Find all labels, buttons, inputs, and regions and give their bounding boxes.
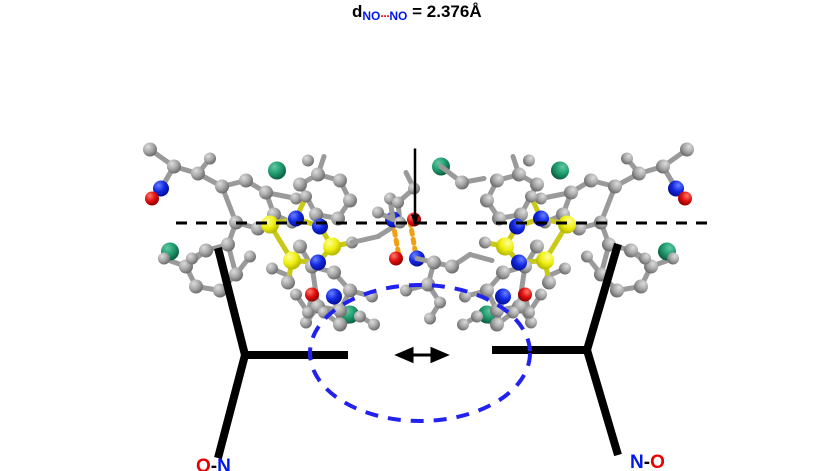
right-upper-branch — [583, 242, 622, 352]
atom-carbon — [400, 284, 412, 297]
atom-carbon — [421, 277, 435, 292]
left-y-junction — [214, 247, 348, 460]
atom-nitrogen — [326, 288, 342, 305]
left-lower-branch — [214, 353, 249, 460]
node-dash: - — [643, 452, 651, 471]
atom-nitrogen — [153, 180, 169, 197]
scheme-svg — [214, 242, 622, 460]
node-atom-n: N — [217, 456, 231, 471]
magnetic-scheme-panel: O-N 2 3 O-N N-O 3 2 N-O AF J1-1 N-O O-N — [0, 218, 837, 471]
atom-carbon — [424, 312, 436, 325]
distance-leader-arrowhead — [411, 214, 419, 227]
atom-sulfur — [323, 237, 341, 256]
node-dash: - — [210, 456, 218, 471]
subscript-n-right: NO — [389, 9, 408, 23]
right-y-junction — [492, 242, 622, 457]
crystal-structure-panel: dNO···NO = 2.376Å — [0, 0, 837, 332]
no-no-contact-dimer — [349, 157, 495, 325]
molecule-right — [457, 142, 694, 332]
atom-nitrogen — [310, 254, 326, 271]
node-atom-o: O — [650, 452, 665, 471]
distance-symbol: d — [352, 2, 363, 21]
atom-oxygen — [145, 191, 159, 206]
right-lower-branch — [583, 348, 622, 457]
atom-carbon — [302, 154, 314, 167]
atom-sulfur — [261, 215, 279, 234]
atom-oxygen — [305, 287, 319, 302]
node-label-top-left: O-N — [196, 456, 231, 471]
node-atom-n: N — [630, 452, 644, 471]
atom-carbon — [445, 259, 459, 274]
left-upper-branch — [214, 247, 249, 356]
node-label-top-right: N-O — [630, 452, 665, 471]
atom-carbon — [455, 175, 469, 190]
distance-unit: Å — [469, 2, 482, 21]
atom-oxygen — [389, 251, 403, 266]
distance-value: 2.376 — [426, 2, 470, 21]
subscript-n-left: NO — [362, 9, 381, 23]
atom-carbon — [372, 206, 384, 219]
exchange-arrow — [394, 346, 450, 364]
atom-sulfur — [283, 251, 301, 270]
nono-distance-label: dNO···NO = 2.376Å — [352, 2, 482, 23]
subscript-dots: ··· — [380, 9, 390, 23]
atom-carbon — [427, 255, 441, 270]
atom-chlorine — [268, 161, 286, 180]
nono-contact-dashes — [390, 219, 419, 259]
atom-carbon — [392, 196, 404, 209]
node-atom-o: O — [196, 456, 211, 471]
atom-carbon — [434, 296, 446, 309]
distance-equals: = — [412, 2, 423, 21]
af-coupling-ellipse — [308, 283, 532, 423]
distance-subscript: NO — [362, 9, 380, 23]
